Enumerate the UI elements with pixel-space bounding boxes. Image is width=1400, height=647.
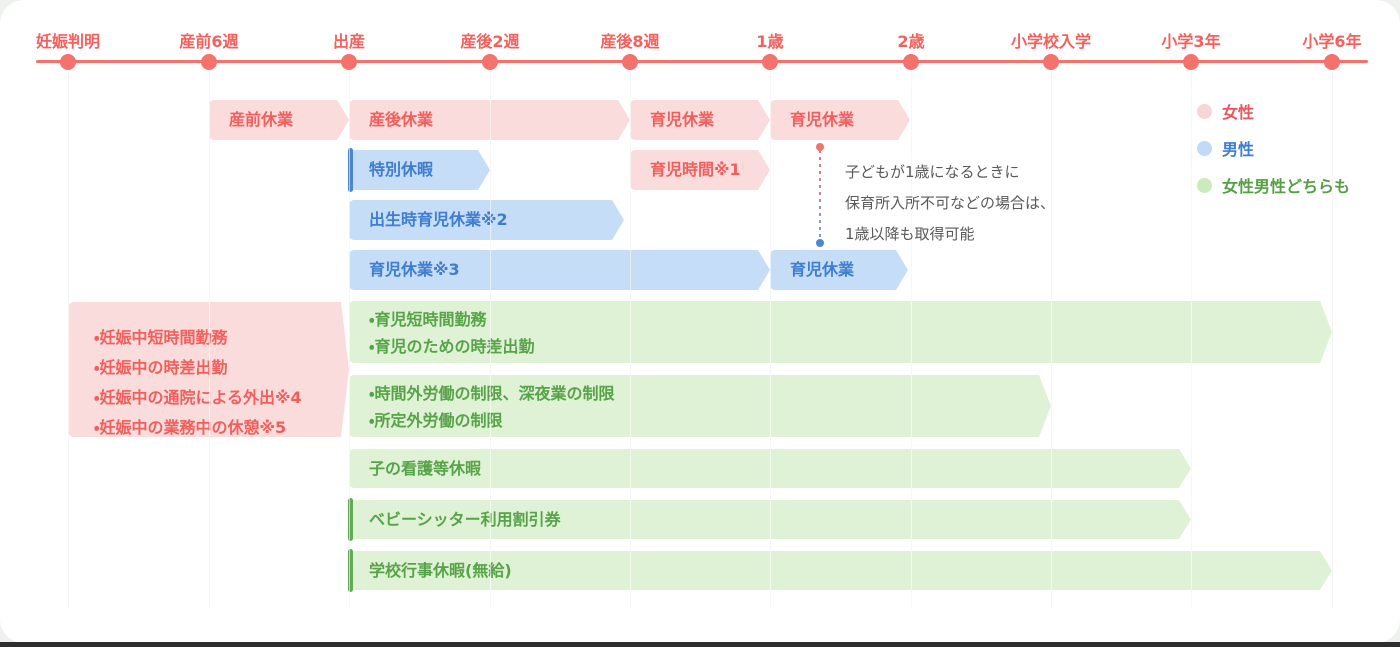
bar-shape <box>349 250 770 290</box>
bar-label: 育児休業 <box>790 110 855 129</box>
milestone-label: 産後8週 <box>600 32 660 51</box>
bar-jikangai-rodo-seigen: ・時間外労働の制限、深夜業の制限 ・所定外労働の制限 <box>349 375 1051 437</box>
bar-label: 産前休業 <box>229 110 294 129</box>
milestone-label: 産後2週 <box>460 32 520 51</box>
legend-item-male: 男性 <box>1197 136 1350 160</box>
gridline-overlay <box>1051 71 1052 609</box>
gridline-overlay <box>911 71 912 609</box>
bar-shape <box>770 100 910 140</box>
pregnancy-benefit-item: ・妊娠中の通院による外出※4 <box>94 388 302 407</box>
bar-shape <box>209 100 349 140</box>
gridline-overlay <box>1191 71 1192 609</box>
timeline-dot <box>341 54 357 70</box>
milestone-label: 小学6年 <box>1302 32 1362 51</box>
male-swatch-icon <box>1197 140 1212 156</box>
bar-sango-kyugyo: 産後休業 <box>349 100 630 140</box>
bar-shape <box>349 150 490 190</box>
connector-dotted-line <box>819 150 821 244</box>
pregnancy-benefit-item: ・妊娠中の時差出勤 <box>94 358 228 377</box>
timeline-axis <box>36 60 1368 63</box>
gridline-overlay <box>209 71 210 609</box>
bar-ikuji-kyugyo-male-1: 育児休業※3 <box>349 250 770 290</box>
bar-ikuji-jikan: 育児時間※1 <box>630 150 770 190</box>
bar-tokubetsu-kyuka: 特別休暇 <box>348 148 490 192</box>
bar-label: 産後休業 <box>369 110 434 129</box>
bar-shape <box>770 250 908 290</box>
bar-sanzen-kyugyo: 産前休業 <box>209 100 349 140</box>
annotation-note: 子どもが1歳になるときに 保育所入所不可などの場合は、 1歳以降も取得可能 <box>845 157 1055 250</box>
milestone-label: 出産 <box>332 32 366 51</box>
timeline-dot <box>60 54 76 70</box>
bar-ikuji-kyugyo-female-2: 育児休業 <box>770 100 910 140</box>
gridline-overlay <box>1332 71 1333 609</box>
bar-label: 育児休業 <box>650 110 715 129</box>
milestone-label: 小学3年 <box>1161 32 1221 51</box>
bar-shape <box>349 551 1332 590</box>
connector-dot-top <box>816 143 824 151</box>
timeline-dot <box>622 54 638 70</box>
timeline-dot <box>1183 54 1199 70</box>
bar-shape <box>349 301 1332 363</box>
bar-label: 育児休業※3 <box>369 260 460 279</box>
annotation-line: 保育所入所不可などの場合は、 <box>845 194 1056 212</box>
bar-shusseiji-ikuji-kyugyo: 出生時育児休業※2 <box>349 200 624 240</box>
bar-left-accent <box>348 148 353 192</box>
gridline-overlay <box>770 71 771 609</box>
bar-shape <box>349 375 1051 437</box>
milestone-label: 妊娠判明 <box>35 32 101 51</box>
timeline-dot <box>201 54 217 70</box>
bar-label: 学校行事休暇(無給) <box>369 561 512 580</box>
bar-label: ・所定外労働の制限 <box>369 411 503 430</box>
milestone-label: 1歳 <box>756 32 784 51</box>
gridline-overlay <box>68 71 69 609</box>
legend-item-female: 女性 <box>1197 99 1350 123</box>
timeline-dot <box>1043 54 1059 70</box>
bottom-edge-strip <box>0 642 1400 647</box>
bar-gakko-gyoji-kyuka: 学校行事休暇(無給) <box>348 549 1332 592</box>
bar-shape <box>349 200 624 240</box>
timeline-dot <box>903 54 919 70</box>
female-swatch-icon <box>1197 103 1212 119</box>
bar-ikuji-kyugyo-male-2: 育児休業 <box>770 250 908 290</box>
bar-shape <box>630 150 770 190</box>
legend: 女性 男性 女性男性どちらも <box>1197 99 1350 210</box>
bar-ikuji-tanjikan-kinmu: ・育児短時間勤務 ・育児のための時差出勤 <box>349 301 1332 363</box>
bar-label: ・育児のための時差出勤 <box>369 337 535 356</box>
bar-label: 子の看護等休暇 <box>369 459 482 478</box>
milestone-label: 産前6週 <box>179 32 239 51</box>
legend-label: 女性 <box>1222 103 1255 122</box>
timeline-dot <box>482 54 498 70</box>
pregnancy-benefit-item: ・妊娠中の業務中の休憩※5 <box>94 418 287 437</box>
bar-label: 特別休暇 <box>369 160 434 179</box>
annotation-line: 1歳以降も取得可能 <box>845 225 975 243</box>
milestone-label: 2歳 <box>897 32 925 51</box>
pregnancy-benefit-item: ・妊娠中短時間勤務 <box>94 328 228 347</box>
bar-left-accent <box>348 549 353 592</box>
timeline-dot <box>762 54 778 70</box>
connector-dot-bottom <box>816 239 824 247</box>
pregnancy-benefits-box: ・妊娠中短時間勤務 ・妊娠中の時差出勤 ・妊娠中の通院による外出※4 ・妊娠中の… <box>68 302 349 437</box>
bar-shape <box>630 100 770 140</box>
bar-label: ベビーシッター利用割引券 <box>369 510 561 529</box>
bar-left-accent <box>348 498 353 541</box>
gridline-overlay <box>349 71 350 609</box>
annotation-line: 子どもが1歳になるときに <box>845 163 1020 181</box>
bar-ikuji-kyugyo-female-1: 育児休業 <box>630 100 770 140</box>
legend-item-both: 女性男性どちらも <box>1197 173 1350 197</box>
bar-label: 出生時育児休業※2 <box>369 210 508 229</box>
bar-label: ・時間外労働の制限、深夜業の制限 <box>369 384 615 403</box>
bar-shape <box>349 100 630 140</box>
gridline-overlay <box>630 71 631 609</box>
milestone-label: 小学校入学 <box>1010 32 1092 51</box>
bar-label: 育児休業 <box>790 260 855 279</box>
legend-label: 女性男性どちらも <box>1222 177 1351 196</box>
bar-label: 育児時間※1 <box>650 160 741 179</box>
legend-label: 男性 <box>1222 140 1255 159</box>
gridline-overlay <box>490 71 491 609</box>
timeline-dot <box>1324 54 1340 70</box>
both-swatch-icon <box>1197 177 1212 193</box>
bar-label: ・育児短時間勤務 <box>369 310 487 329</box>
